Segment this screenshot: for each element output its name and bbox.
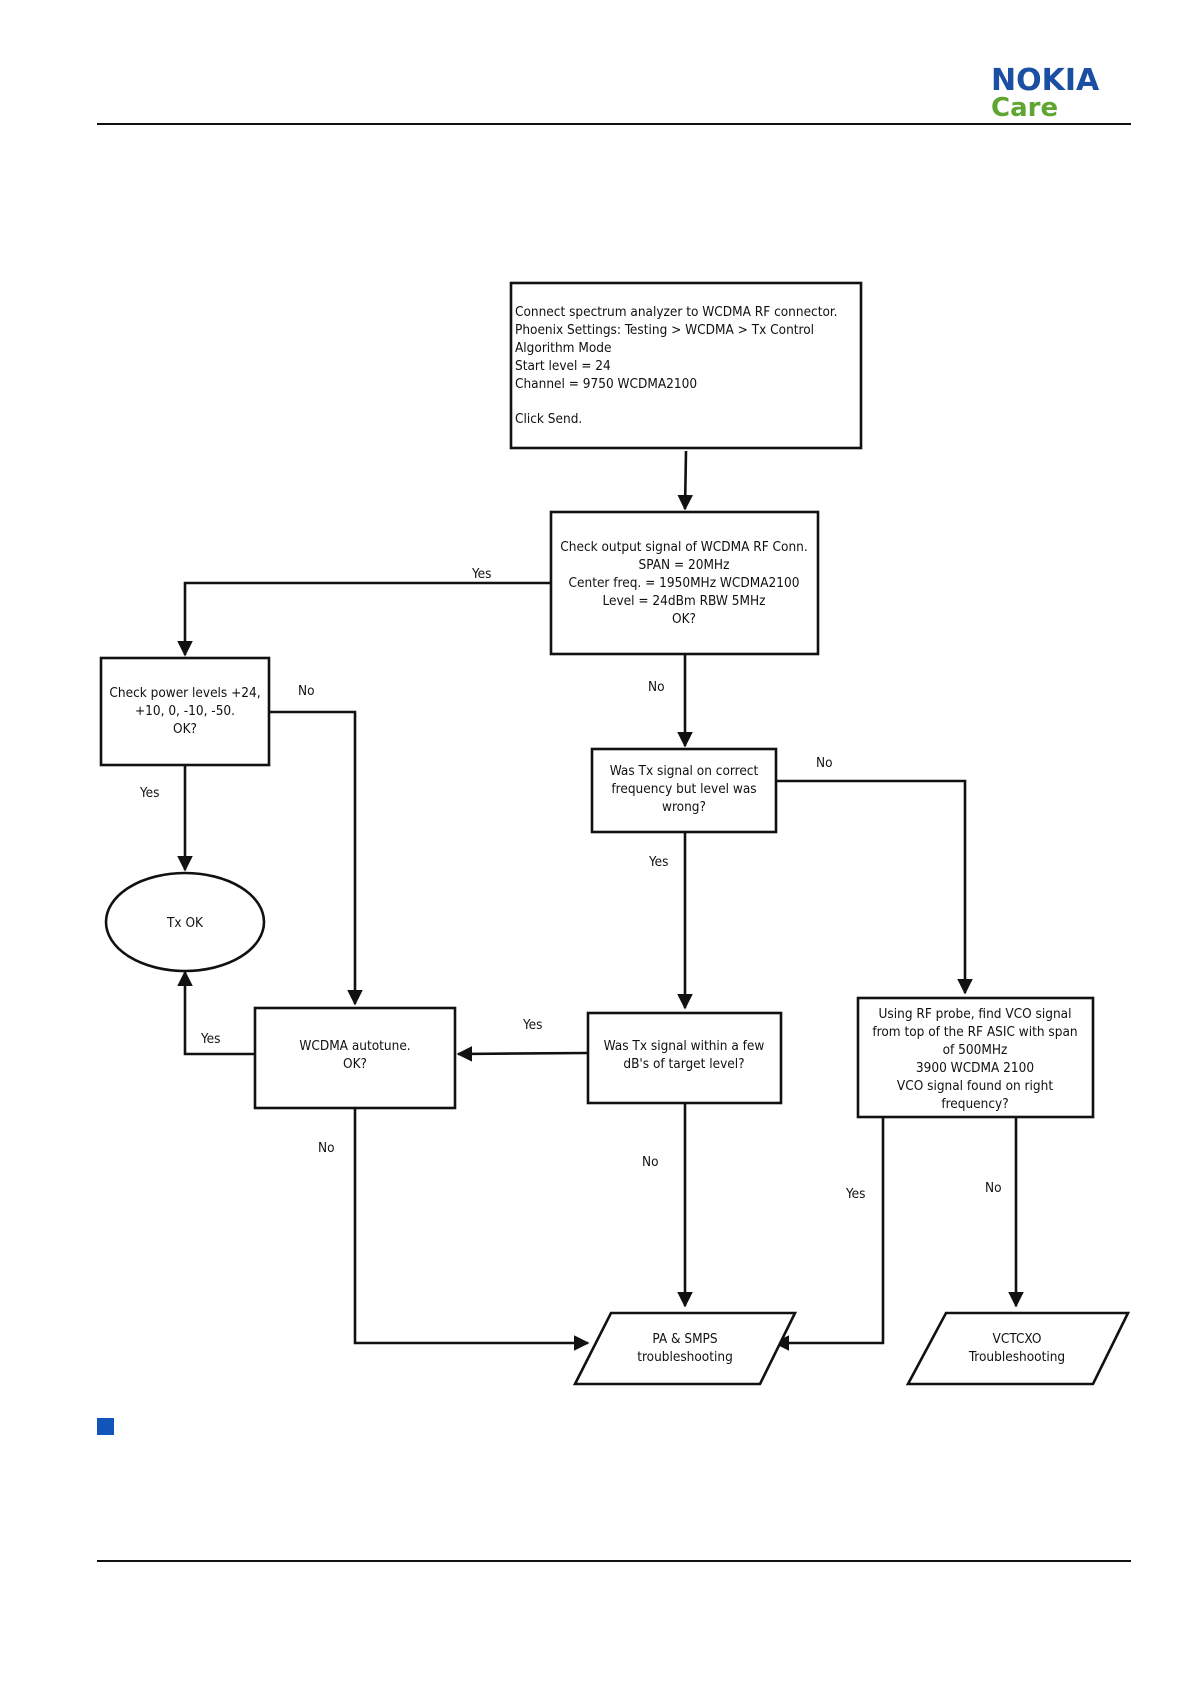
node-tx-ok [104,871,266,973]
node-start [509,281,863,450]
node-text-line: dB's of target level? [623,1056,744,1072]
edge-check-output-yes [177,581,551,657]
edge-autotune-no [353,1104,590,1351]
node-text-line: Algorithm Mode [515,340,611,356]
footer-rule [97,1560,1131,1562]
node-text-line: OK? [343,1056,367,1072]
node-rf-probe-text: Using RF probe, find VCO signal from top… [872,1006,1077,1112]
node-text-line: Was Tx signal on correct [610,763,759,779]
node-check-power [99,656,271,767]
edge-label-check-power-yes: Yes [139,785,159,801]
node-start-text: Connect spectrum analyzer to WCDMA RF co… [515,304,838,427]
node-text-line: of 500MHz [943,1042,1008,1058]
node-text-line: +10, 0, -10, -50. [135,703,235,719]
logo-brand-text: NOKIA [991,63,1100,98]
node-vctcxo [905,1311,1131,1386]
node-autotune [253,1006,457,1110]
node-pa-smps-text: PA & SMPS troubleshooting [637,1331,733,1365]
edge-label-within-no: No [642,1154,659,1170]
node-within-few-db [586,1011,783,1105]
edge-label-check-output-no: No [648,679,665,695]
node-text-line: Center freq. = 1950MHz WCDMA2100 [569,575,800,591]
section-marker [97,1418,114,1435]
edge-probe-yes [773,1114,885,1351]
node-check-output-text: Check output signal of WCDMA RF Conn. SP… [560,539,807,627]
node-text-line: wrong? [662,799,706,815]
edge-autotune-yes [177,970,255,1056]
edge-label-autotune-yes: Yes [200,1031,220,1047]
node-was-tx-correct-text: Was Tx signal on correct frequency but l… [610,763,759,815]
node-text-line: WCDMA autotune. [299,1038,410,1054]
node-text-line: PA & SMPS [652,1331,717,1347]
edge-label-was-tx-no: No [816,755,833,771]
edge-label-probe-yes: Yes [845,1186,865,1202]
nokia-care-logo: NOKIA Care [991,63,1131,123]
node-check-output [549,510,820,656]
logo-sub-text: Care [991,93,1059,123]
edge-label-probe-no: No [985,1180,1002,1196]
node-text-line: 3900 WCDMA 2100 [916,1060,1034,1076]
node-text-line: Was Tx signal within a few [604,1038,765,1054]
node-text-line: SPAN = 20MHz [639,557,730,573]
edge-label-check-output-yes: Yes [471,566,491,582]
node-pa-smps [572,1311,798,1386]
node-rf-probe [856,996,1095,1119]
edge-check-power-no [268,710,363,1006]
edge-label-within-yes: Yes [522,1017,542,1033]
edge-label-was-tx-yes: Yes [648,854,668,870]
node-text-line: OK? [173,721,197,737]
edge-within-yes [456,1046,588,1062]
node-text-line: OK? [672,611,696,627]
node-text-line: from top of the RF ASIC with span [872,1024,1077,1040]
node-text-line: Check power levels +24, [109,685,260,701]
node-within-few-db-text: Was Tx signal within a few dB's of targe… [604,1038,765,1072]
edge-start-to-check-output [677,450,694,511]
node-text-line: Channel = 9750 WCDMA2100 [515,376,697,392]
node-text-line: Level = 24dBm RBW 5MHz [603,593,766,609]
node-text-line: frequency? [941,1096,1008,1112]
node-text-line: Phoenix Settings: Testing > WCDMA > Tx C… [515,322,814,338]
node-text-line: Connect spectrum analyzer to WCDMA RF co… [515,304,838,320]
node-text-line: Click Send. [515,411,582,427]
node-text-line: VCTCXO [993,1331,1042,1347]
node-text-line: Using RF probe, find VCO signal [879,1006,1072,1022]
edge-was-tx-no [775,779,973,995]
edge-label-autotune-no: No [318,1140,335,1156]
node-autotune-text: WCDMA autotune. OK? [299,1038,410,1072]
node-text-line: Troubleshooting [968,1349,1065,1365]
node-text-line: Start level = 24 [515,358,611,374]
node-check-power-text: Check power levels +24, +10, 0, -10, -50… [109,685,260,737]
node-text-line: troubleshooting [637,1349,733,1365]
node-text-line: Check output signal of WCDMA RF Conn. [560,539,807,555]
node-text-line: Tx OK [166,915,204,931]
node-was-tx-correct [590,747,778,834]
node-text-line: frequency but level was [611,781,756,797]
edge-label-check-power-no: No [298,683,315,699]
header-rule [97,123,1131,125]
node-vctcxo-text: VCTCXO Troubleshooting [968,1331,1065,1365]
node-tx-ok-text: Tx OK [166,915,204,931]
node-text-line: VCO signal found on right [897,1078,1053,1094]
